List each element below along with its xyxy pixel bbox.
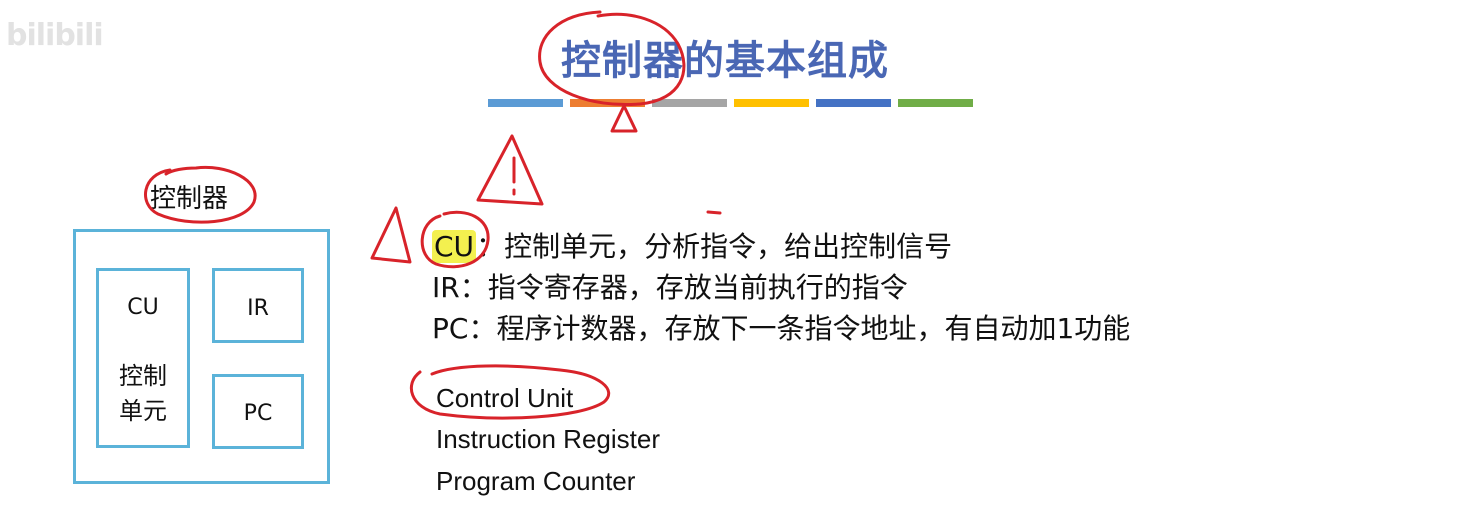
term-program-counter: Program Counter: [436, 466, 636, 496]
description-ir: IR：指令寄存器，存放当前执行的指令: [432, 266, 908, 306]
description-text: 控制单元，分析指令，给出控制信号: [504, 230, 953, 263]
warning-triangle-mark: [476, 134, 544, 206]
description-sep: ：: [476, 230, 505, 263]
color-bar: [816, 99, 891, 107]
cu-box-name-line1: 控制: [119, 362, 167, 390]
cu-box-name-line2: 单元: [119, 397, 167, 425]
title-color-bars: [488, 99, 973, 107]
color-bar: [734, 99, 809, 107]
cu-box-abbr: CU: [127, 295, 159, 320]
slide-title-text: 控制器的基本组成: [561, 38, 889, 84]
pc-box: PC: [212, 374, 304, 449]
color-bar: [570, 99, 645, 107]
description-sep: ：: [459, 271, 488, 304]
color-bar: [488, 99, 563, 107]
pc-box-label: PC: [243, 401, 273, 426]
controller-box: [73, 229, 330, 484]
color-bar: [652, 99, 727, 107]
dash-mark: [706, 210, 722, 215]
cu-box: CU 控制 单元: [96, 268, 190, 448]
pc-key: PC: [432, 312, 469, 345]
cu-key: CU: [432, 230, 477, 263]
cu-triangle-mark: [370, 206, 412, 264]
description-cu: CU：控制单元，分析指令，给出控制信号: [432, 225, 952, 265]
controller-label: 控制器: [150, 184, 229, 214]
description-text: 指令寄存器，存放当前执行的指令: [487, 271, 908, 304]
description-pc: PC：程序计数器，存放下一条指令地址，有自动加1功能: [432, 307, 1130, 347]
ir-key: IR: [432, 271, 460, 304]
ir-box: IR: [212, 268, 304, 343]
color-bar: [898, 99, 973, 107]
term-control-unit: Control Unit: [436, 383, 574, 413]
term-instruction-register: Instruction Register: [436, 424, 660, 454]
title-triangle-mark: [610, 104, 638, 133]
description-sep: ：: [468, 312, 497, 345]
description-text: 程序计数器，存放下一条指令地址，有自动加1功能: [496, 312, 1131, 345]
bilibili-watermark: bilibili: [6, 18, 104, 53]
slide-title: 控制器的基本组成: [0, 28, 1470, 86]
ir-box-label: IR: [247, 296, 269, 321]
